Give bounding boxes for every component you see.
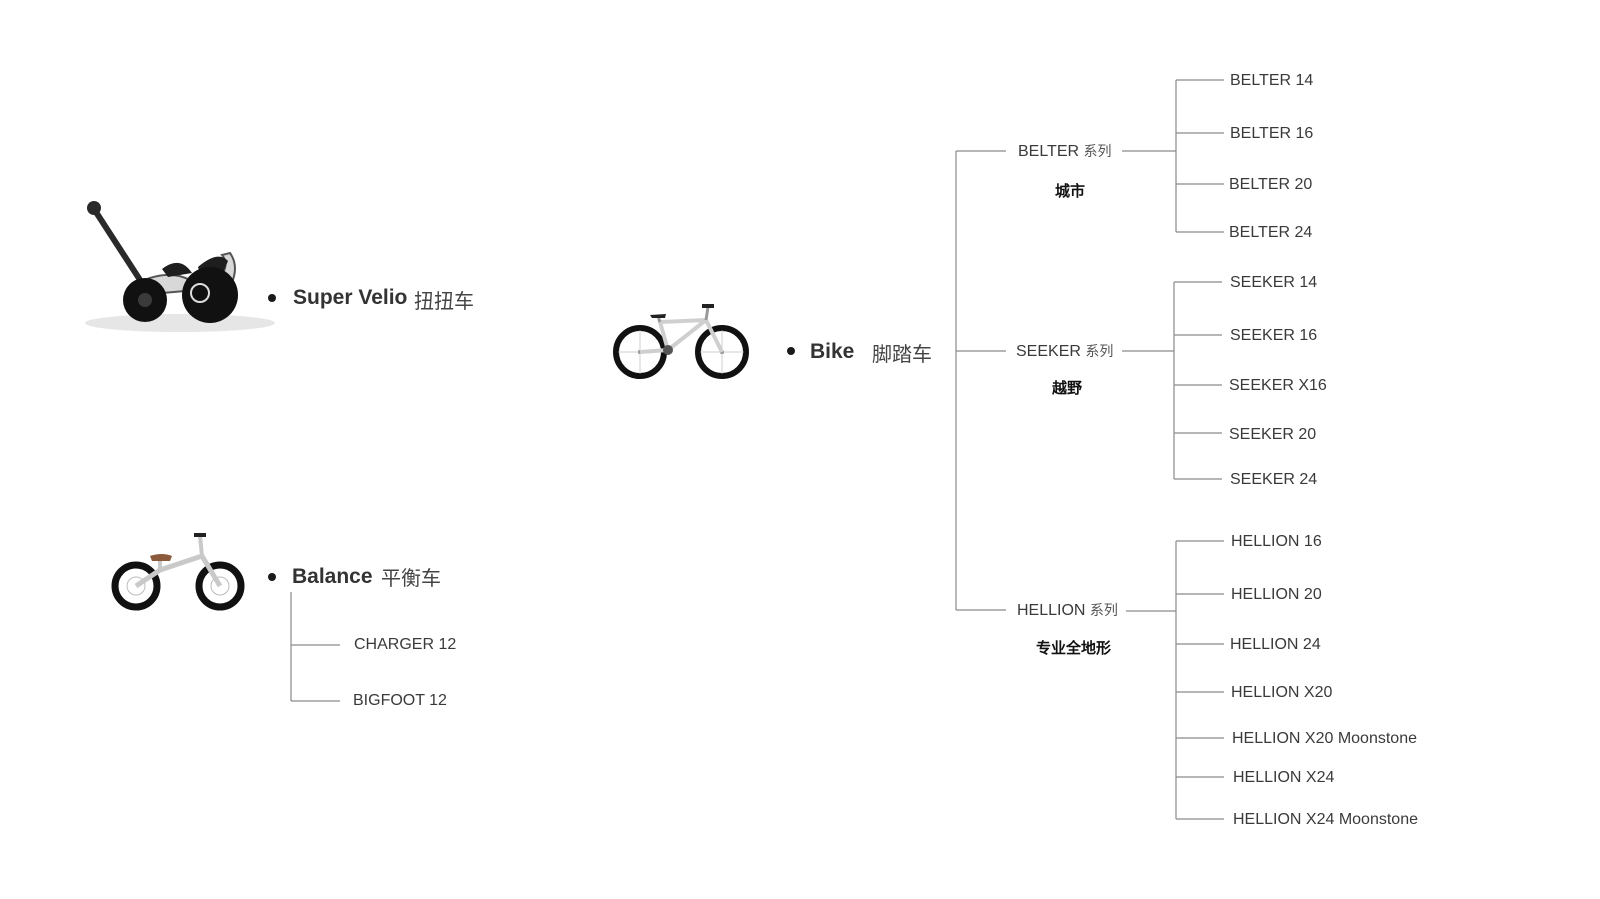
model-belter-16: BELTER 16 (1230, 125, 1314, 142)
bullet-icon (268, 294, 276, 302)
balance-label: Balance (292, 565, 373, 588)
series-hellion-suffix: 系列 (1089, 603, 1118, 619)
model-bigfoot-12: BIGFOOT 12 (353, 692, 447, 709)
model-seeker-14: SEEKER 14 (1230, 274, 1318, 291)
series-belter-name: BELTER (1018, 143, 1080, 160)
series-hellion-sub: 专业全地形 (1036, 639, 1112, 657)
model-seeker-16: SEEKER 16 (1230, 327, 1318, 344)
series-hellion-name: HELLION (1017, 602, 1086, 619)
model-seeker-20: SEEKER 20 (1229, 426, 1317, 443)
pedal-bike-image (613, 304, 749, 379)
bike-label: Bike (810, 340, 855, 363)
series-seeker-suffix: 系列 (1085, 344, 1114, 360)
series-seeker: SEEKER 系列 (1016, 341, 1113, 361)
balance-zh-label: 平衡车 (381, 566, 441, 590)
series-belter: BELTER 系列 (1018, 141, 1112, 161)
model-belter-14: BELTER 14 (1230, 72, 1314, 89)
model-hellion-x20: HELLION X20 (1231, 684, 1333, 701)
bike-zh-label: 脚踏车 (872, 342, 932, 366)
model-hellion-x24-moonstone: HELLION X24 Moonstone (1233, 811, 1418, 828)
model-seeker-24: SEEKER 24 (1230, 471, 1318, 488)
series-seeker-name: SEEKER (1016, 343, 1081, 360)
series-seeker-sub: 越野 (1052, 379, 1083, 397)
series-belter-suffix: 系列 (1083, 144, 1112, 160)
model-hellion-x20-moonstone: HELLION X20 Moonstone (1232, 730, 1417, 747)
bullet-icon (787, 347, 795, 355)
model-hellion-20: HELLION 20 (1231, 586, 1322, 603)
model-seeker-x16: SEEKER X16 (1229, 377, 1327, 394)
bullet-icon (268, 573, 276, 581)
model-hellion-x24: HELLION X24 (1233, 769, 1335, 786)
super-velio-label: Super Velio (293, 286, 408, 309)
model-belter-24: BELTER 24 (1229, 224, 1313, 241)
balance-bike-image (111, 533, 245, 611)
model-charger-12: CHARGER 12 (354, 636, 457, 653)
model-hellion-16: HELLION 16 (1231, 533, 1322, 550)
model-hellion-24: HELLION 24 (1230, 636, 1321, 653)
series-hellion: HELLION 系列 (1017, 600, 1118, 620)
model-belter-20: BELTER 20 (1229, 176, 1313, 193)
super-velio-trike-image (85, 201, 275, 332)
series-belter-sub: 城市 (1055, 182, 1086, 200)
super-velio-zh-label: 扭扭车 (414, 289, 474, 313)
